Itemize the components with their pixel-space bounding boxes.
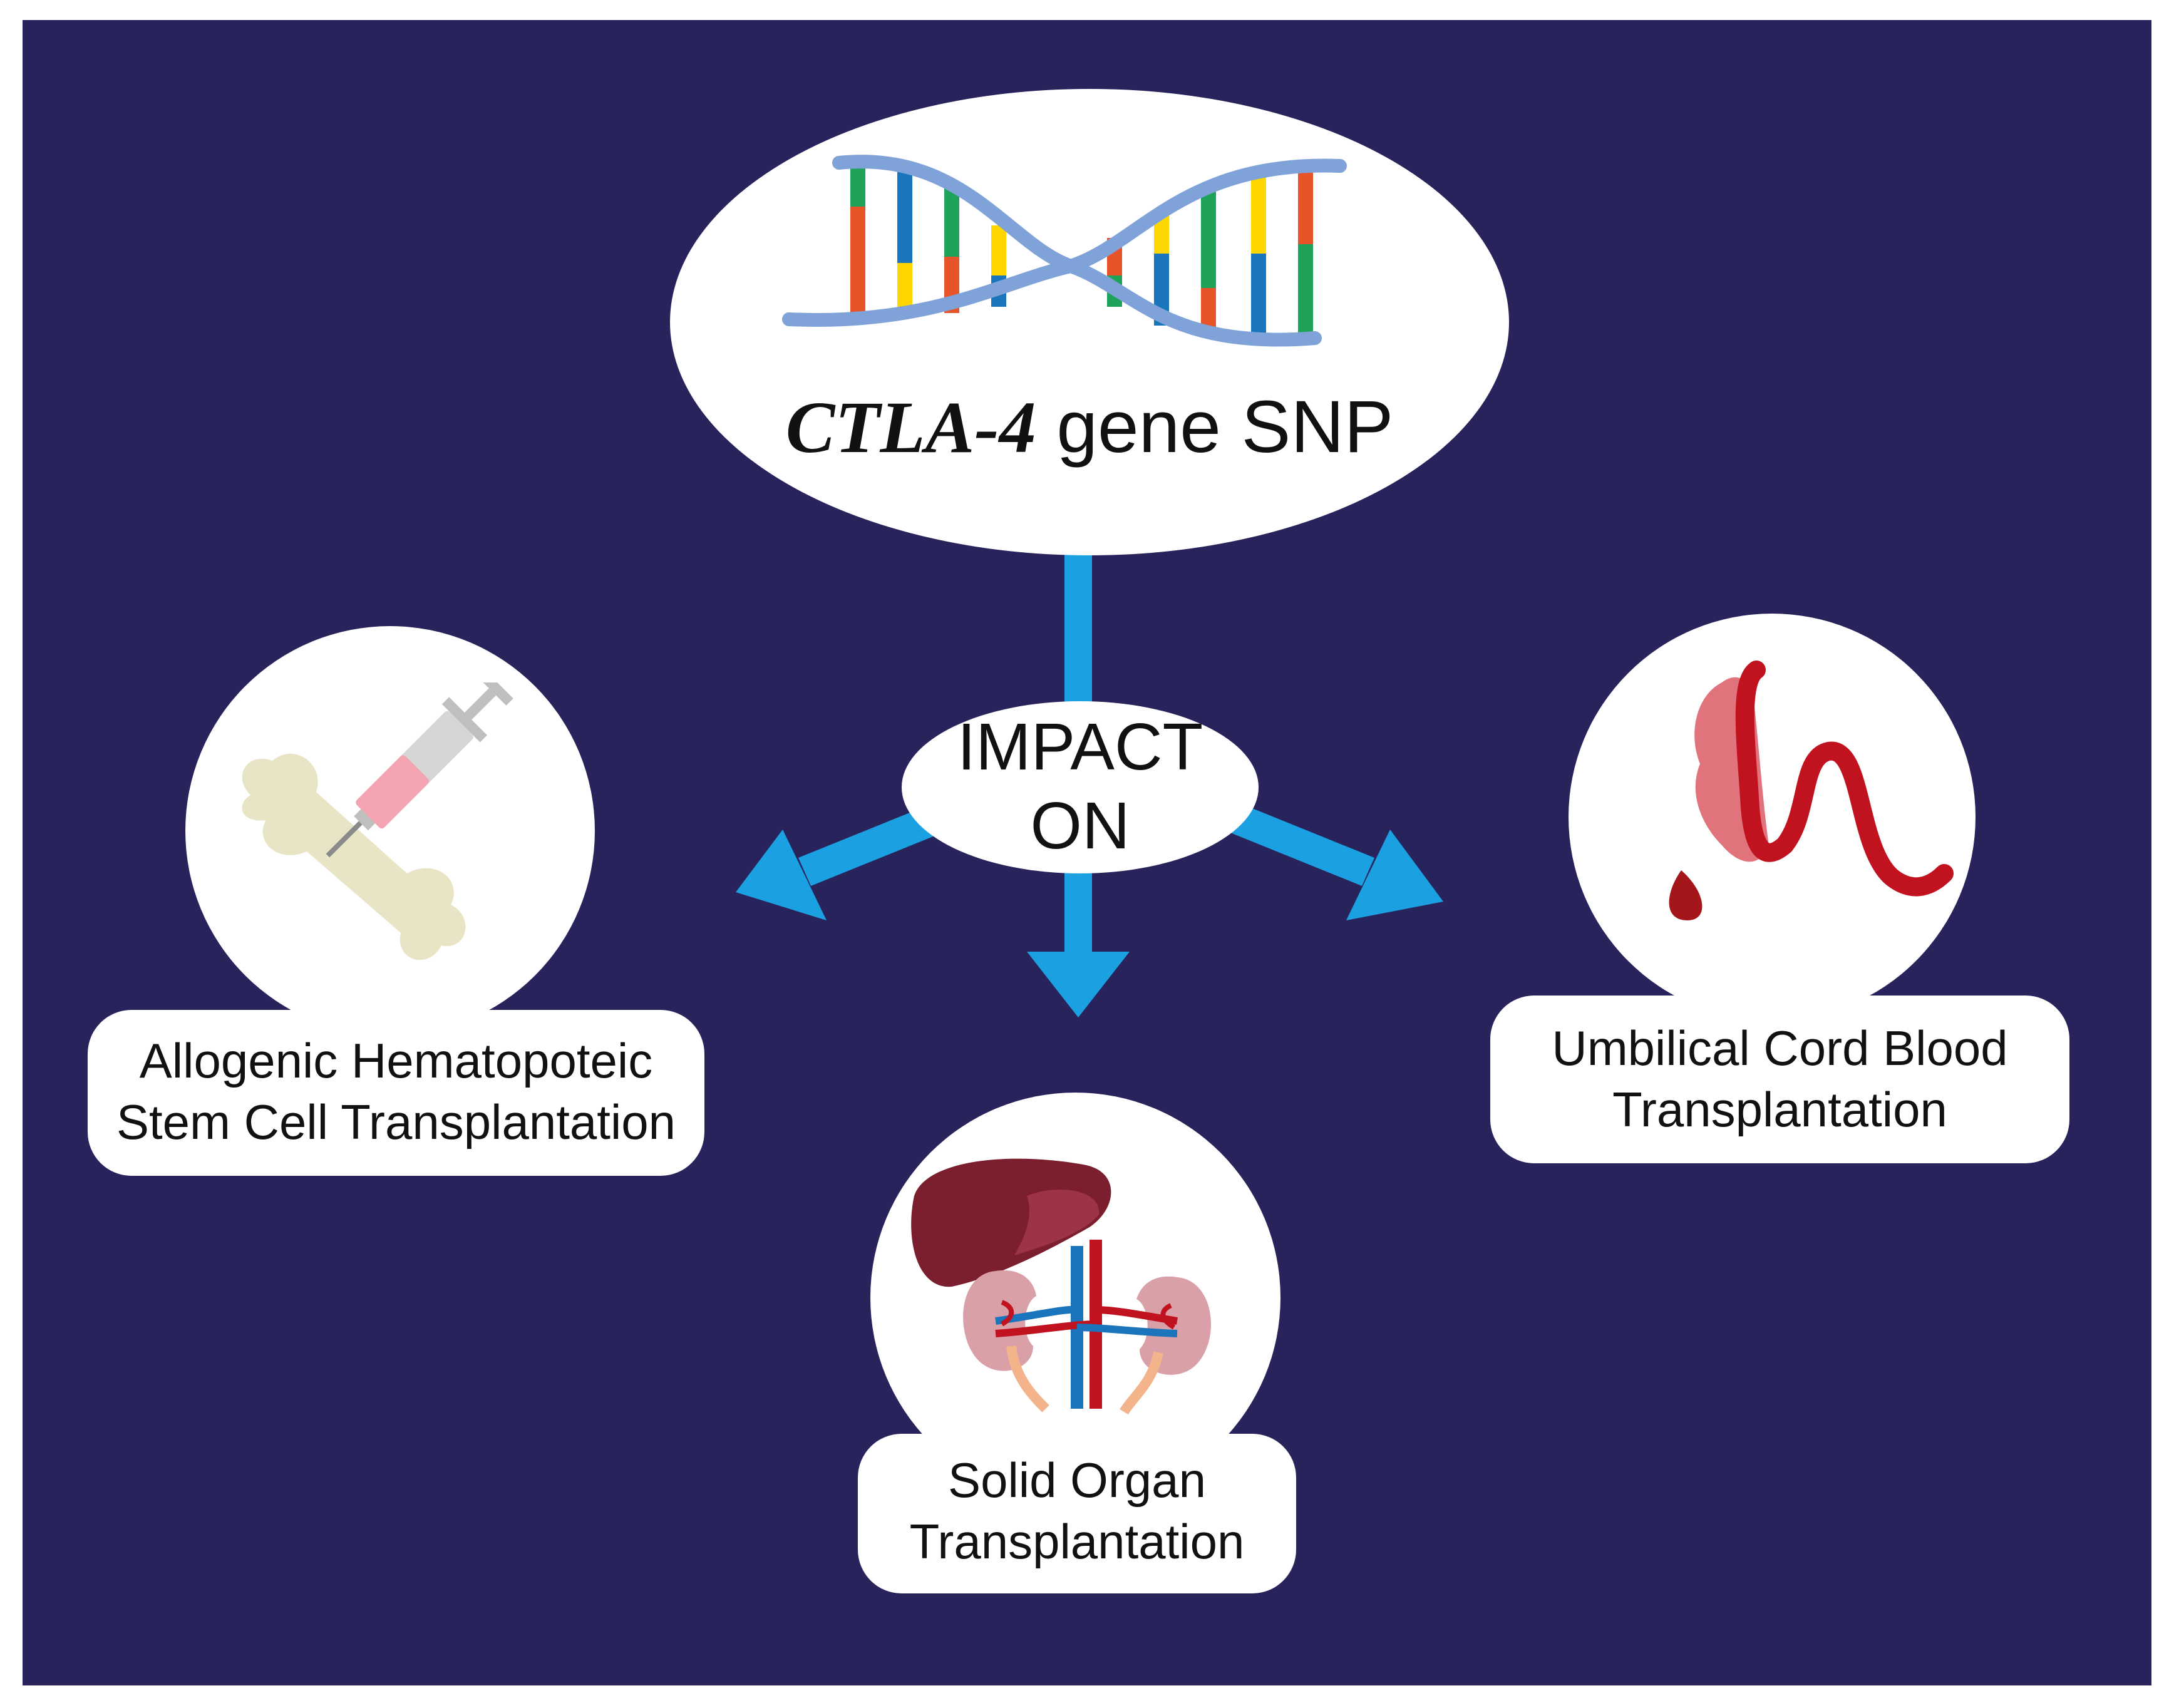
- dna-double-helix-icon: [782, 155, 1347, 347]
- liver-and-kidneys-icon: [911, 1158, 1211, 1415]
- left-label-line2: Stem Cell Transplantation: [116, 1094, 676, 1150]
- bottom-node-label-box: [858, 1434, 1296, 1593]
- stem-line: [1064, 551, 1092, 714]
- right-node-label: Umbilical Cord Blood Transplantation: [1490, 1017, 2069, 1140]
- umbilical-cord-blood-icon: [1669, 661, 1954, 920]
- blood-drop-icon: [1669, 870, 1703, 920]
- gene-label-rest: gene SNP: [1036, 386, 1394, 468]
- center-label-line1: IMPACT: [957, 710, 1203, 784]
- center-node-ellipse: [902, 701, 1259, 873]
- kidneys-icon: [963, 1240, 1211, 1415]
- cord-icon: [1735, 661, 1954, 897]
- arrow-left: [736, 805, 942, 920]
- left-label-line1: Allogenic Hematopoteic: [139, 1033, 653, 1088]
- right-label-line1: Umbilical Cord Blood: [1552, 1021, 2008, 1076]
- right-node-circle: [1569, 614, 1976, 1021]
- right-label-line2: Transplantation: [1612, 1082, 1947, 1137]
- top-node-label: CTLA-4 gene SNP: [733, 383, 1446, 471]
- syringe-icon: [326, 682, 513, 858]
- center-node-label: IMPACT ON: [902, 707, 1259, 865]
- bottom-node-label: Solid Organ Transplantation: [858, 1449, 1296, 1572]
- bone-and-syringe-icon: [242, 682, 513, 960]
- bottom-label-line1: Solid Organ: [948, 1453, 1206, 1508]
- left-node-circle: [185, 626, 595, 1036]
- gene-name: CTLA-4: [785, 386, 1036, 468]
- right-node-label-box: [1490, 995, 2069, 1163]
- arrow-right: [1230, 805, 1443, 920]
- center-label-line2: ON: [1030, 789, 1130, 863]
- bone-icon: [242, 753, 466, 960]
- arrow-down: [1027, 870, 1130, 1017]
- left-node-label-box: [88, 1010, 704, 1176]
- bottom-label-line2: Transplantation: [909, 1514, 1245, 1569]
- liver-icon: [911, 1158, 1111, 1287]
- left-node-label: Allogenic Hematopoteic Stem Cell Transpl…: [88, 1030, 704, 1153]
